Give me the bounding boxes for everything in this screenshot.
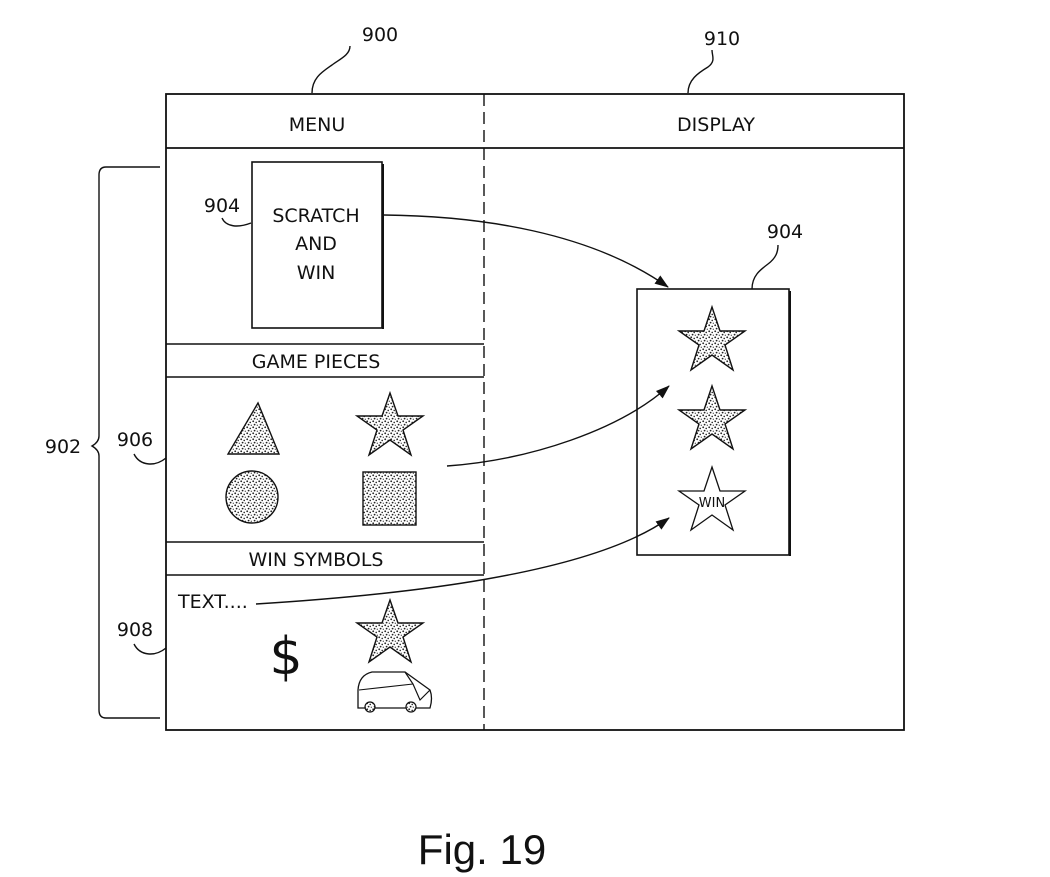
game-piece-triangle-icon[interactable]: [228, 403, 279, 454]
card-line-2: AND: [295, 233, 337, 255]
card-line-3: WIN: [297, 262, 336, 284]
ref-908: 908: [117, 619, 153, 641]
win-symbol-dollar-icon[interactable]: $: [269, 627, 302, 687]
arrow-game-piece-to-display: [447, 386, 669, 466]
arrow-card-to-display: [384, 215, 668, 287]
ref-902: 902: [45, 436, 81, 458]
game-pieces-heading: GAME PIECES: [252, 351, 381, 373]
win-symbols-heading: WIN SYMBOLS: [248, 549, 383, 571]
ref-906: 906: [117, 429, 153, 451]
game-piece-square-icon[interactable]: [363, 472, 416, 525]
leader-906: [134, 454, 166, 464]
leader-900: [312, 46, 350, 93]
display-header: DISPLAY: [677, 114, 755, 136]
win-star-label: WIN: [699, 496, 725, 511]
ref-904-menu: 904: [204, 195, 240, 217]
leader-908: [134, 644, 166, 654]
game-piece-circle-icon[interactable]: [226, 471, 278, 523]
leader-910: [688, 50, 713, 93]
card-line-1: SCRATCH: [272, 205, 359, 227]
win-symbol-car-icon[interactable]: [358, 672, 432, 712]
ref-904-display: 904: [767, 221, 803, 243]
game-piece-star-icon[interactable]: [357, 393, 423, 455]
leader-904-menu: [222, 218, 251, 226]
win-symbol-star-icon[interactable]: [357, 600, 423, 662]
menu-card-scratch-and-win[interactable]: SCRATCH AND WIN: [252, 162, 383, 329]
ref-900: 900: [362, 24, 398, 46]
menu-header: MENU: [289, 114, 346, 136]
win-symbol-text[interactable]: TEXT....: [177, 591, 248, 613]
figure-caption: Fig. 19: [418, 826, 546, 873]
ref-910: 910: [704, 28, 740, 50]
leader-904-display: [752, 245, 778, 289]
display-card[interactable]: WIN: [637, 289, 790, 556]
